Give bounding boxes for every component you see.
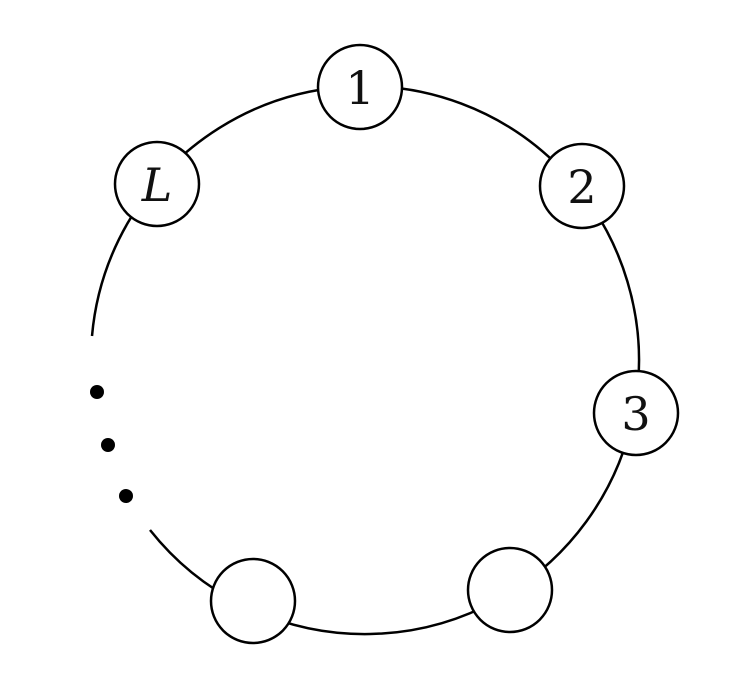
node-unlabeled-a bbox=[466, 546, 554, 634]
node-L: L bbox=[113, 140, 201, 228]
node-3-label: 3 bbox=[621, 387, 650, 441]
ellipsis-dot-3 bbox=[119, 489, 133, 503]
node-2-label: 2 bbox=[567, 160, 596, 214]
ellipsis-dot-2 bbox=[101, 438, 115, 452]
ellipsis-dot-1 bbox=[90, 385, 104, 399]
node-2: 2 bbox=[538, 142, 626, 230]
node-3: 3 bbox=[592, 369, 680, 457]
node-unlabeled-b bbox=[209, 557, 297, 645]
node-1-label: 1 bbox=[345, 61, 374, 115]
node-L-label: L bbox=[141, 158, 173, 212]
node-1: 1 bbox=[316, 43, 404, 131]
ring-arc bbox=[90, 84, 641, 636]
